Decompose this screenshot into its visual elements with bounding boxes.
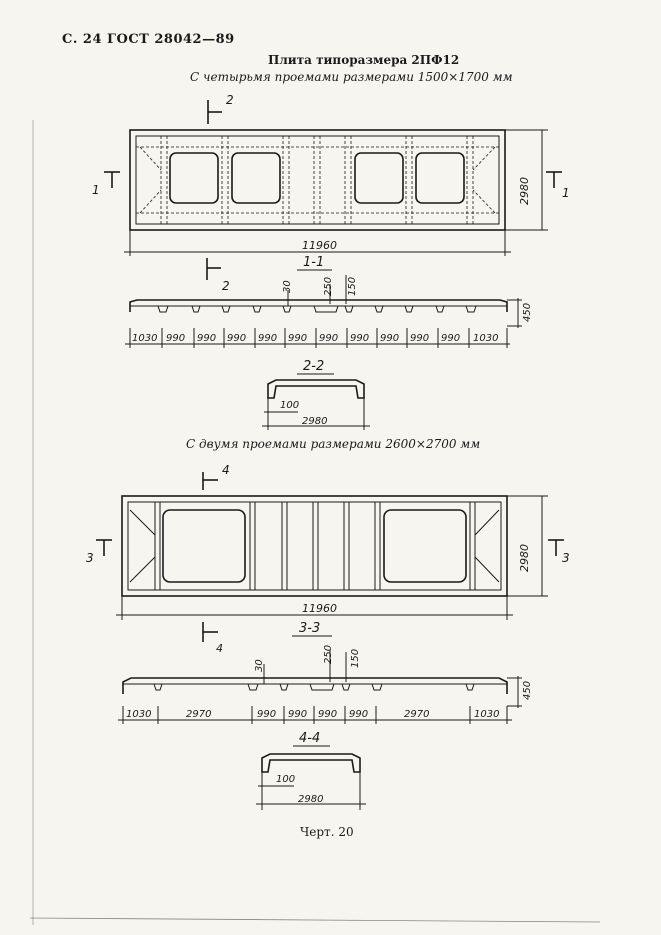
plan2-cut-marker-right: 3 (548, 539, 570, 565)
section3-span-label: 990 (257, 709, 276, 720)
plan2-opening-2 (383, 509, 467, 583)
section1-span-labels: 1030 990 990 990 990 990 990 990 990 990… (132, 333, 498, 344)
section1-span-label: 990 (288, 333, 307, 344)
section3-span-label: 990 (288, 709, 307, 720)
section1-span-label: 990 (319, 333, 338, 344)
section1-span-label: 990 (258, 333, 277, 344)
plan1-opening-1 (169, 152, 219, 204)
svg-text:2: 2 (226, 93, 234, 107)
section3-span-ticks (122, 706, 508, 724)
plan2-cut-marker-bottom: 4 (202, 622, 223, 655)
section2-title: 2-2 (303, 359, 324, 374)
plan2-cut-marker-top: 4 (202, 463, 230, 490)
section4-profile (261, 753, 361, 773)
section3-height: 450 (522, 681, 533, 700)
plan1-cut-marker-left: 1 (92, 171, 120, 197)
section2-width-label: 2980 (302, 416, 327, 427)
section1-span-ticks (129, 328, 508, 348)
section3-ribs (153, 683, 475, 691)
section1-span-label: 990 (197, 333, 216, 344)
plan-two-openings: 2980 11960 3 3 4 4 (86, 463, 570, 655)
section1-height: 450 (522, 303, 533, 322)
figure-caption: Черт. 20 (300, 825, 354, 839)
svg-text:4: 4 (216, 642, 223, 655)
plan1-opening-4 (415, 152, 465, 204)
section3-dim-150: 150 (350, 649, 361, 668)
section1-span-label: 990 (410, 333, 429, 344)
section1-span-label: 990 (380, 333, 399, 344)
section3-span-labels: 1030 2970 990 990 990 990 2970 1030 (126, 709, 499, 720)
page-header: С. 24 ГОСТ 28042—89 (62, 32, 235, 47)
section3-span-label: 990 (349, 709, 368, 720)
svg-text:1: 1 (562, 186, 570, 200)
plate-title: Плита типоразмера 2ПФ12 (268, 53, 460, 67)
section1-span-label: 990 (227, 333, 246, 344)
plan2-outline (121, 495, 508, 597)
plan1-outline (129, 129, 506, 231)
plan1-length-label: 11960 (302, 239, 337, 252)
svg-text:2: 2 (222, 279, 230, 293)
svg-text:4: 4 (222, 463, 230, 477)
plan1-inner-rib (135, 135, 500, 225)
plan2-cut-marker-left: 3 (86, 539, 112, 565)
section3-span-label: 2970 (186, 709, 211, 720)
section-2-2: 2-2 100 2980 (262, 359, 370, 430)
section3-dim-30: 30 (254, 659, 265, 672)
section1-span-label: 1030 (473, 333, 498, 344)
svg-text:3: 3 (86, 551, 94, 565)
section1-dim-30: 30 (282, 280, 293, 293)
plan2-length-label: 11960 (302, 602, 337, 615)
section3-profile (122, 677, 508, 694)
section-3-3: 3-3 30 250 150 450 (118, 621, 533, 724)
section3-span-label: 990 (318, 709, 337, 720)
plan1-width-label: 2980 (518, 177, 531, 205)
svg-text:1: 1 (92, 183, 100, 197)
plan1-opening-2 (231, 152, 281, 204)
section3-dim-250: 250 (323, 645, 334, 664)
plan1-cut-marker-right: 1 (546, 171, 570, 200)
section2-profile (267, 379, 365, 399)
page-bottom-edge (29, 917, 601, 923)
section1-profile (129, 299, 508, 312)
plan1-cut-marker-top: 2 (207, 93, 234, 124)
plan2-width-label: 2980 (518, 544, 531, 572)
section3-span-label: 1030 (126, 709, 151, 720)
section4-width-label: 2980 (298, 794, 323, 805)
subtitle-two-openings: С двумя проемами размерами 2600×2700 мм (186, 437, 481, 451)
section1-span-label: 990 (166, 333, 185, 344)
section2-dim-100: 100 (280, 400, 299, 411)
section1-title: 1-1 (303, 255, 324, 270)
plan1-ribs (136, 136, 499, 224)
section1-span-label: 1030 (132, 333, 157, 344)
section1-ribs (157, 305, 477, 313)
section3-title: 3-3 (299, 621, 320, 636)
section1-dim-250: 250 (323, 277, 334, 296)
section3-span-label: 2970 (404, 709, 429, 720)
subtitle-four-openings: С четырьмя проемами размерами 1500×1700 … (190, 70, 513, 84)
section-4-4: 4-4 100 2980 (256, 731, 366, 810)
section1-span-label: 990 (350, 333, 369, 344)
section4-dim-100: 100 (276, 774, 295, 785)
plan2-ribs (129, 502, 500, 590)
section4-title: 4-4 (299, 731, 320, 746)
section1-dim-150: 150 (347, 277, 358, 296)
section-1-1: 1-1 30 250 150 450 (125, 255, 533, 348)
section1-span-label: 990 (441, 333, 460, 344)
plan1-cut-marker-bottom: 2 (206, 258, 230, 293)
plan-four-openings: 2980 11960 1 1 2 2 (92, 93, 570, 293)
section3-span-label: 1030 (474, 709, 499, 720)
svg-text:3: 3 (562, 551, 570, 565)
plan1-opening-3 (354, 152, 404, 204)
plan2-inner-rib (127, 501, 502, 591)
plan2-opening-1 (162, 509, 246, 583)
